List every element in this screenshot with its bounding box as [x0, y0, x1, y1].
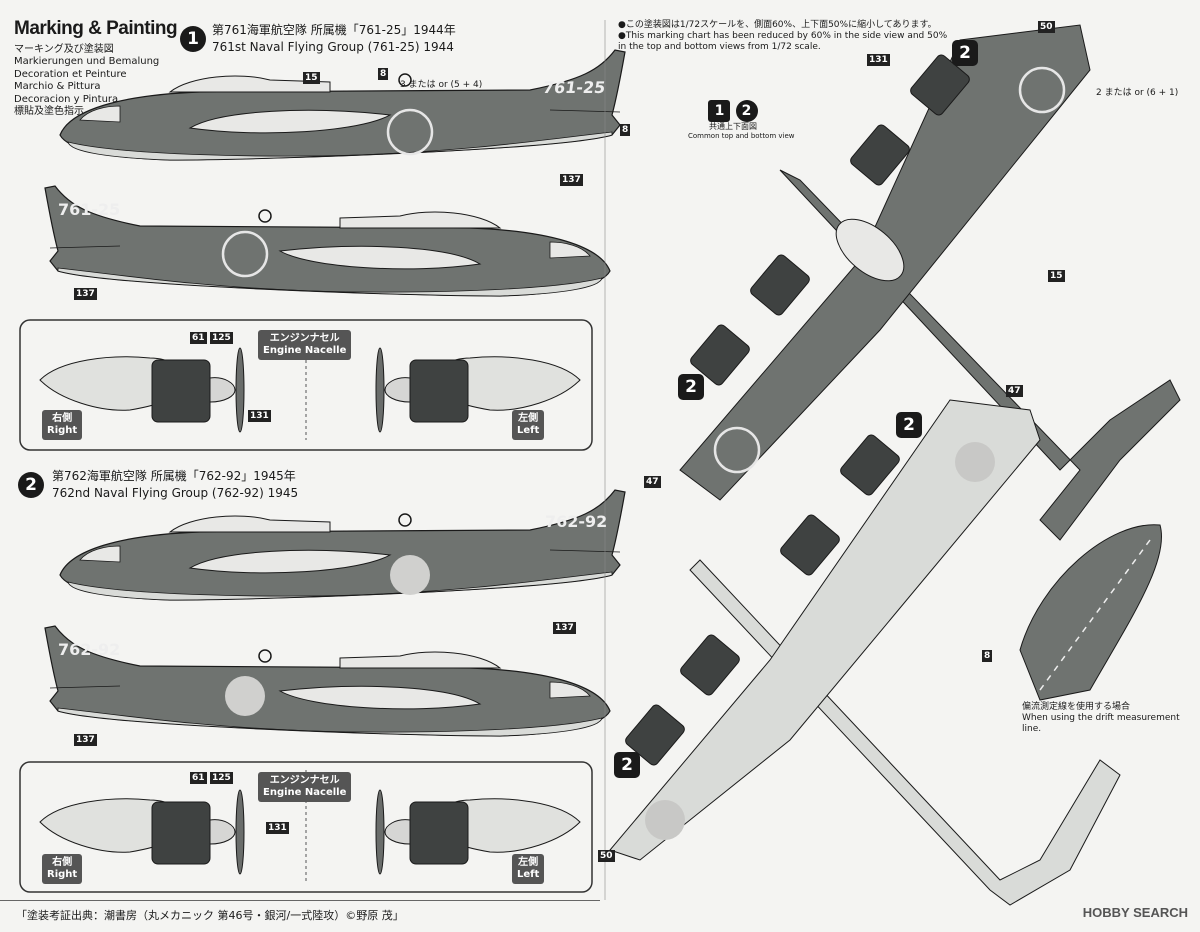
- left-en: Left: [517, 425, 540, 436]
- scheme1-nacelle-panel: [19, 319, 593, 451]
- left-en-2: Left: [517, 869, 540, 880]
- scheme1-roundel-option: 3 または or (5 + 4): [400, 80, 483, 90]
- callout-131b: 131: [867, 54, 890, 66]
- nacelle-right-tag-2: 右側 Right: [42, 854, 83, 884]
- callout-61b: 61: [190, 772, 207, 784]
- scale-note-en1: ●This marking chart has been reduced by …: [618, 31, 948, 41]
- scheme1-side-left: [44, 185, 611, 297]
- callout-137: 137: [560, 174, 583, 186]
- callout-137b: 137: [74, 288, 97, 300]
- right-en-2: Right: [47, 869, 78, 880]
- nacelle-label-en: Engine Nacelle: [263, 345, 347, 356]
- top-roundel-option: 2 または or (6 + 1): [1096, 88, 1179, 98]
- callout-8c: 8: [982, 650, 993, 662]
- scheme2-side-right: [59, 489, 626, 601]
- callout-8b: 8: [620, 124, 631, 136]
- scheme1-tail-code-right: 761-25: [541, 78, 607, 97]
- scheme1-title-jp: 第761海軍航空隊 所属機「761-25」1944年: [212, 23, 456, 37]
- source-credit: 「塗装考証出典：潮書房（丸メカニック 第46号・銀河/一式陸攻）©野原 茂」: [0, 900, 600, 932]
- lang-jp: マーキング及び塗装図: [14, 44, 114, 55]
- callout-50: 50: [1038, 21, 1055, 33]
- callout-131: 131: [248, 410, 271, 422]
- nacelle-label-2: エンジンナセル Engine Nacelle: [258, 772, 352, 802]
- right-en: Right: [47, 425, 78, 436]
- nacelle-right-tag-1: 右側 Right: [42, 410, 83, 440]
- common-view-en: Common top and bottom view: [688, 132, 795, 140]
- callout-47: 47: [1006, 385, 1023, 397]
- callout-125b: 125: [210, 772, 233, 784]
- badge-scheme2-d: 2: [614, 752, 640, 778]
- lang-fr: Decoration et Peinture: [14, 68, 127, 80]
- drift-note: 偏流測定線を使用する場合 When using the drift measur…: [1022, 702, 1200, 735]
- scale-note-en2: in the top and bottom views from 1/72 sc…: [618, 42, 821, 52]
- watermark: HOBBY SEARCH: [1082, 905, 1188, 920]
- drift-note-en: When using the drift measurement line.: [1022, 713, 1180, 734]
- callout-131c: 131: [266, 822, 289, 834]
- scheme2-tail-code-right: 762-92: [545, 512, 608, 531]
- top-view-aircraft: [679, 24, 1181, 541]
- callout-137c: 137: [553, 622, 576, 634]
- nacelle-left-tag-2: 左側 Left: [512, 854, 545, 884]
- callout-137d: 137: [74, 734, 97, 746]
- badge-scheme2-c: 2: [896, 412, 922, 438]
- callout-50b: 50: [598, 850, 615, 862]
- scale-note: ●この塗装図は1/72スケールを、側面60%、上下面50%に縮小してあります。 …: [618, 20, 958, 53]
- scheme1-title-en: 761st Naval Flying Group (761-25) 1944: [212, 40, 454, 54]
- scheme2-number: 2: [18, 472, 44, 498]
- badge-scheme2-b: 2: [678, 374, 704, 400]
- callout-47b: 47: [644, 476, 661, 488]
- nacelle-label-jp-2: エンジンナセル: [269, 775, 340, 786]
- bottom-view-aircraft: [609, 399, 1121, 906]
- drift-note-jp: 偏流測定線を使用する場合: [1022, 702, 1131, 712]
- right-jp-2: 右側: [52, 857, 73, 868]
- callout-61: 61: [190, 332, 207, 344]
- scheme1-side-right: [59, 49, 626, 161]
- nacelle-label-jp: エンジンナセル: [269, 333, 340, 344]
- lang-de: Markierungen und Bemalung: [14, 56, 160, 68]
- left-jp-2: 左側: [518, 857, 539, 868]
- common-view-jp: 共通上下面図: [709, 122, 757, 131]
- language-list: マーキング及び塗装図 Markierungen und Bemalung Dec…: [14, 44, 159, 118]
- scale-note-jp: ●この塗装図は1/72スケールを、側面60%、上下面50%に縮小してあります。: [618, 20, 937, 30]
- left-jp: 左側: [518, 413, 539, 424]
- scheme1-tail-code-left: 761-25: [58, 200, 121, 219]
- lang-it: Marchio & Pittura: [14, 81, 101, 93]
- common-view-badge: 1 2 共通上下面図 Common top and bottom view: [688, 100, 795, 141]
- callout-15b: 15: [1048, 270, 1065, 282]
- scheme1-number: 1: [180, 26, 206, 52]
- nacelle-label-en-2: Engine Nacelle: [263, 787, 347, 798]
- nacelle-left-tag-1: 左側 Left: [512, 410, 545, 440]
- scheme2-side-left: [44, 625, 611, 737]
- lang-cn: 標貼及塗色指示: [14, 106, 84, 118]
- nacelle-label-1: エンジンナセル Engine Nacelle: [258, 330, 352, 360]
- badge-1: 1: [708, 100, 731, 122]
- badge-scheme2-a: 2: [952, 40, 978, 66]
- scheme2-title-jp: 第762海軍航空隊 所属機「762-92」1945年: [52, 469, 296, 483]
- page-title: Marking & Painting: [14, 18, 178, 39]
- scheme2-title-en: 762nd Naval Flying Group (762-92) 1945: [52, 486, 299, 500]
- scheme2-tail-code-left: 762-92: [58, 640, 121, 659]
- callout-8: 8: [378, 68, 389, 80]
- callout-125: 125: [210, 332, 233, 344]
- drift-tail: [1019, 524, 1162, 701]
- right-jp: 右側: [52, 413, 73, 424]
- badge-2: 2: [735, 100, 758, 122]
- callout-15: 15: [303, 72, 320, 84]
- lang-es: Decoracion y Pintura: [14, 93, 119, 105]
